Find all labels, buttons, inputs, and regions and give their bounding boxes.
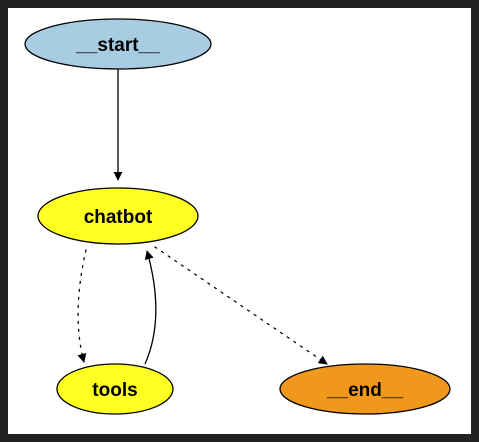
node-tools-shape — [56, 363, 174, 415]
edge-chatbot-to-end — [154, 246, 328, 365]
node-end-label: __end__ — [326, 380, 403, 401]
node-chatbot-shape — [37, 187, 199, 245]
edge-tools-to-chatbot — [144, 250, 157, 365]
node-tools-label: tools — [92, 380, 137, 401]
node-end-shape — [279, 363, 451, 415]
edge-chatbot-to-tools — [77, 249, 87, 363]
node-end[interactable]: __end__ — [279, 363, 451, 415]
node-start[interactable]: __start__ — [24, 18, 212, 70]
node-chatbot[interactable]: chatbot — [37, 187, 199, 245]
edges — [77, 62, 328, 365]
node-chatbot-label: chatbot — [84, 207, 153, 228]
node-tools[interactable]: tools — [56, 363, 174, 415]
node-start-shape — [24, 18, 212, 70]
node-start-label: __start__ — [75, 35, 160, 56]
